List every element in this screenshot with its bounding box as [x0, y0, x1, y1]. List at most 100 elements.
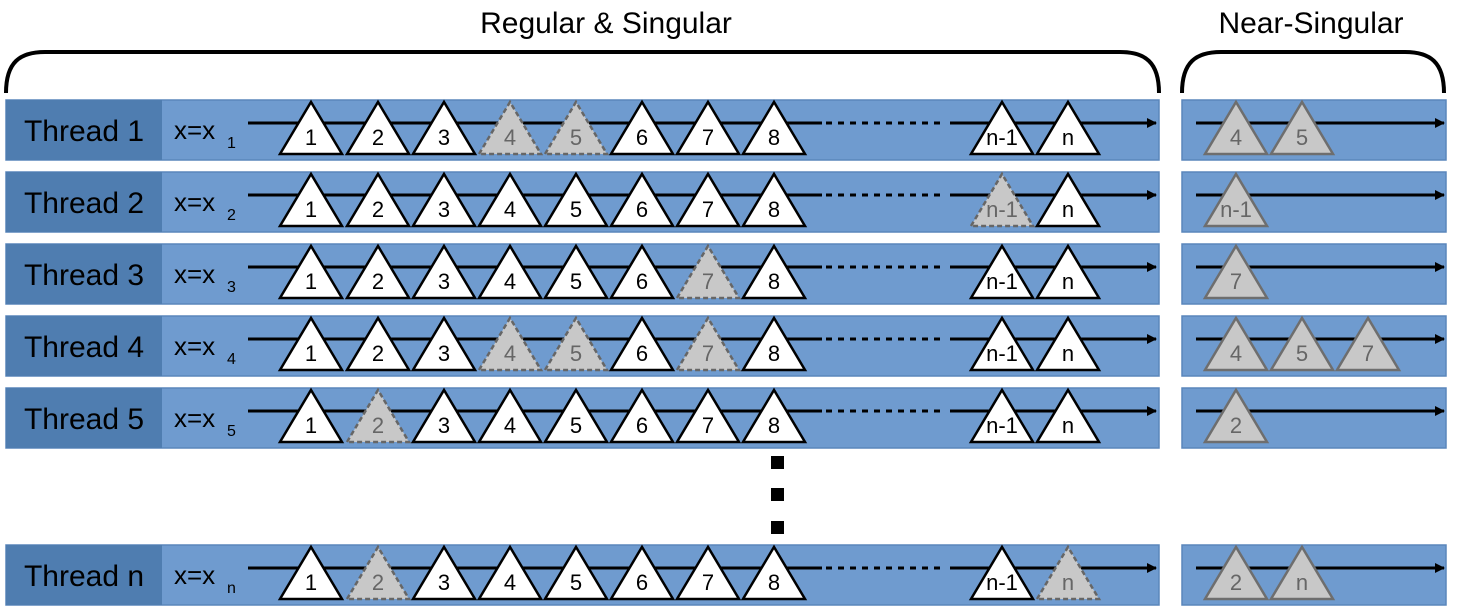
near-singular-point-label: n	[1296, 570, 1308, 595]
point-label: 4	[504, 269, 516, 294]
point-label: 2	[372, 413, 384, 438]
point-label: 8	[768, 413, 780, 438]
point-label: n	[1062, 341, 1074, 366]
regular-point-triangle	[410, 171, 478, 228]
point-label: 3	[438, 197, 450, 222]
point-label: 2	[372, 269, 384, 294]
point-label: 7	[702, 197, 714, 222]
regular-point-triangle	[968, 243, 1036, 300]
point-label: n-1	[986, 269, 1018, 294]
point-label: 8	[768, 269, 780, 294]
point-label: 5	[570, 413, 582, 438]
regular-point-triangle	[476, 544, 544, 601]
x-assignment-subscript: 4	[227, 351, 236, 368]
point-label: 3	[438, 341, 450, 366]
x-assignment-label: x=x	[174, 259, 215, 289]
regular-point-triangle	[476, 243, 544, 300]
point-label: 8	[768, 570, 780, 595]
regular-point-triangle	[277, 171, 345, 228]
x-assignment-subscript: 5	[227, 423, 236, 440]
regular-point-triangle	[1034, 171, 1102, 228]
singular-point-triangle	[968, 171, 1036, 228]
point-label: n	[1062, 269, 1074, 294]
x-assignment-subscript: 2	[227, 207, 236, 224]
near-singular-point-label: 2	[1230, 413, 1242, 438]
point-label: 1	[305, 197, 317, 222]
point-label: 5	[570, 341, 582, 366]
regular-point-triangle	[740, 99, 808, 156]
thread-label: Thread 4	[24, 331, 144, 364]
singular-point-triangle	[476, 99, 544, 156]
regular-point-triangle	[476, 387, 544, 444]
point-label: 7	[702, 269, 714, 294]
point-label: 2	[372, 341, 384, 366]
regular-point-triangle	[410, 315, 478, 372]
point-label: n-1	[986, 197, 1018, 222]
regular-point-triangle	[277, 387, 345, 444]
regular-point-triangle	[476, 171, 544, 228]
point-label: 5	[570, 269, 582, 294]
point-label: 5	[570, 197, 582, 222]
ellipsis-dot	[771, 456, 784, 469]
point-label: 8	[768, 125, 780, 150]
point-label: 1	[305, 570, 317, 595]
ellipsis-dot	[771, 521, 784, 534]
near-singular-point-label: 2	[1230, 570, 1242, 595]
thread-label-box	[6, 244, 162, 304]
near-singular-point-label: 5	[1296, 341, 1308, 366]
point-label: n	[1062, 413, 1074, 438]
regular-point-triangle	[1034, 243, 1102, 300]
near-singular-point-triangle	[1334, 315, 1402, 372]
thread-label-box	[6, 316, 162, 376]
point-label: 6	[636, 570, 648, 595]
point-label: 5	[570, 570, 582, 595]
regular-point-triangle	[608, 544, 676, 601]
point-label: n-1	[986, 341, 1018, 366]
x-assignment-label: x=x	[174, 115, 215, 145]
regular-point-triangle	[674, 544, 742, 601]
regular-point-triangle	[277, 544, 345, 601]
singular-point-triangle	[674, 243, 742, 300]
singular-point-triangle	[542, 315, 610, 372]
regular-point-triangle	[1034, 387, 1102, 444]
brace-regular-singular	[4, 50, 1161, 94]
singular-point-triangle	[344, 387, 412, 444]
regular-point-triangle	[740, 387, 808, 444]
regular-point-triangle	[277, 315, 345, 372]
point-label: 2	[372, 197, 384, 222]
point-label: 2	[372, 570, 384, 595]
regular-point-triangle	[740, 544, 808, 601]
regular-point-triangle	[608, 315, 676, 372]
point-label: n	[1062, 570, 1074, 595]
regular-point-triangle	[608, 387, 676, 444]
point-label: 6	[636, 341, 648, 366]
regular-point-triangle	[674, 99, 742, 156]
point-label: n-1	[986, 570, 1018, 595]
point-label: n-1	[986, 413, 1018, 438]
point-label: 7	[702, 125, 714, 150]
singular-point-triangle	[674, 315, 742, 372]
regular-point-triangle	[410, 387, 478, 444]
near-singular-point-label: 4	[1230, 341, 1242, 366]
ellipsis-dot	[771, 488, 784, 501]
near-singular-point-triangle	[1202, 315, 1270, 372]
near-singular-point-triangle	[1202, 544, 1270, 601]
regular-point-triangle	[410, 544, 478, 601]
regular-point-triangle	[542, 243, 610, 300]
thread-label-box	[6, 100, 162, 160]
point-label: n	[1062, 125, 1074, 150]
x-assignment-label: x=x	[174, 331, 215, 361]
x-assignment-label: x=x	[174, 560, 215, 590]
regular-point-triangle	[542, 544, 610, 601]
thread-label: Thread 2	[24, 187, 144, 220]
regular-point-triangle	[410, 243, 478, 300]
near-singular-point-triangle	[1202, 387, 1270, 444]
near-singular-point-triangle	[1202, 99, 1270, 156]
point-label: 1	[305, 413, 317, 438]
